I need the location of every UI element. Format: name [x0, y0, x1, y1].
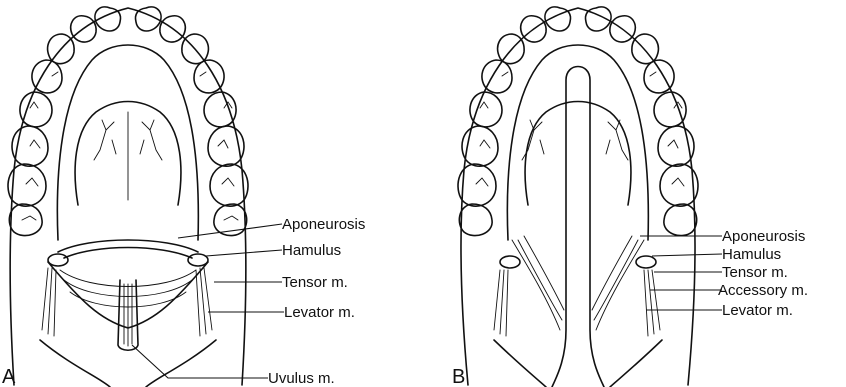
panel-letter-a: A	[2, 366, 16, 387]
label-levator-b: Levator m.	[722, 302, 793, 319]
label-tensor-b: Tensor m.	[722, 264, 788, 281]
label-aponeurosis-b: Aponeurosis	[722, 228, 805, 245]
label-uvulus-a: Uvulus m.	[268, 370, 335, 387]
panel-letter-b: B	[452, 366, 465, 387]
label-levator-a: Levator m.	[284, 304, 355, 321]
label-hamulus-b: Hamulus	[722, 246, 781, 263]
panel-a-labels: Aponeurosis Hamulus Tensor m. Levator m.…	[268, 216, 365, 387]
label-aponeurosis-a: Aponeurosis	[282, 216, 365, 233]
label-accessory-b: Accessory m.	[718, 282, 808, 299]
panel-b-drawing	[458, 7, 698, 387]
panel-b-labels: Aponeurosis Hamulus Tensor m. Accessory …	[718, 228, 808, 319]
label-tensor-a: Tensor m.	[282, 274, 348, 291]
panel-a-drawing	[8, 7, 248, 387]
panel-b-teeth	[458, 7, 698, 236]
label-hamulus-a: Hamulus	[282, 242, 341, 259]
